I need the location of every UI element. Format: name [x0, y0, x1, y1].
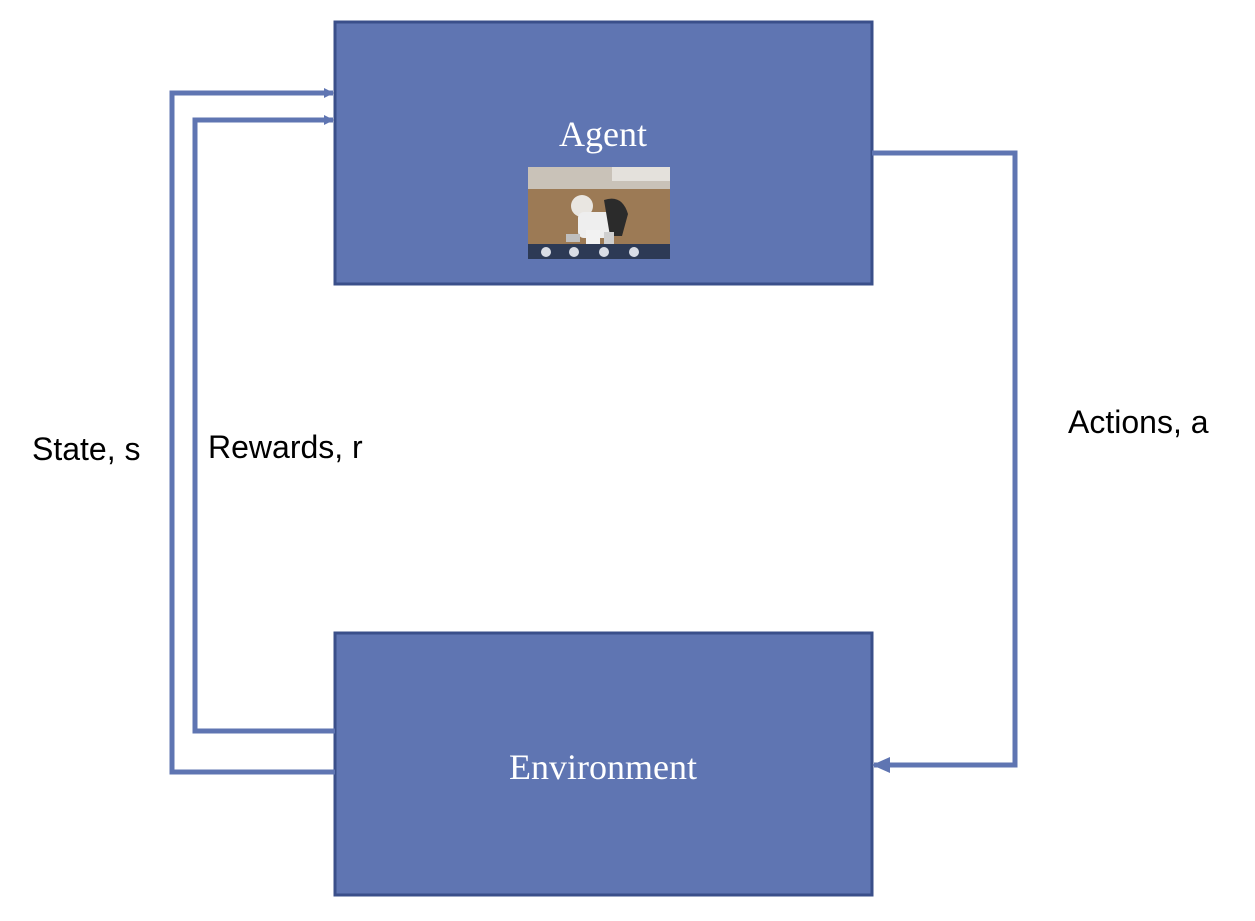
state-line [169, 88, 335, 775]
environment-node: Environment [333, 631, 874, 897]
rewards-label: Rewards, r [208, 429, 363, 465]
actions-arrow [872, 150, 1018, 773]
rewards-arrow [192, 115, 335, 734]
rewards-line [192, 115, 335, 734]
agent-label: Agent [559, 114, 647, 154]
state-arrow [169, 88, 335, 775]
agent-photo [528, 167, 670, 259]
agent-node: Agent [333, 20, 874, 286]
environment-label: Environment [509, 747, 697, 787]
state-label: State, s [32, 431, 141, 467]
actions-line [872, 150, 1018, 773]
actions-label: Actions, a [1068, 404, 1209, 440]
